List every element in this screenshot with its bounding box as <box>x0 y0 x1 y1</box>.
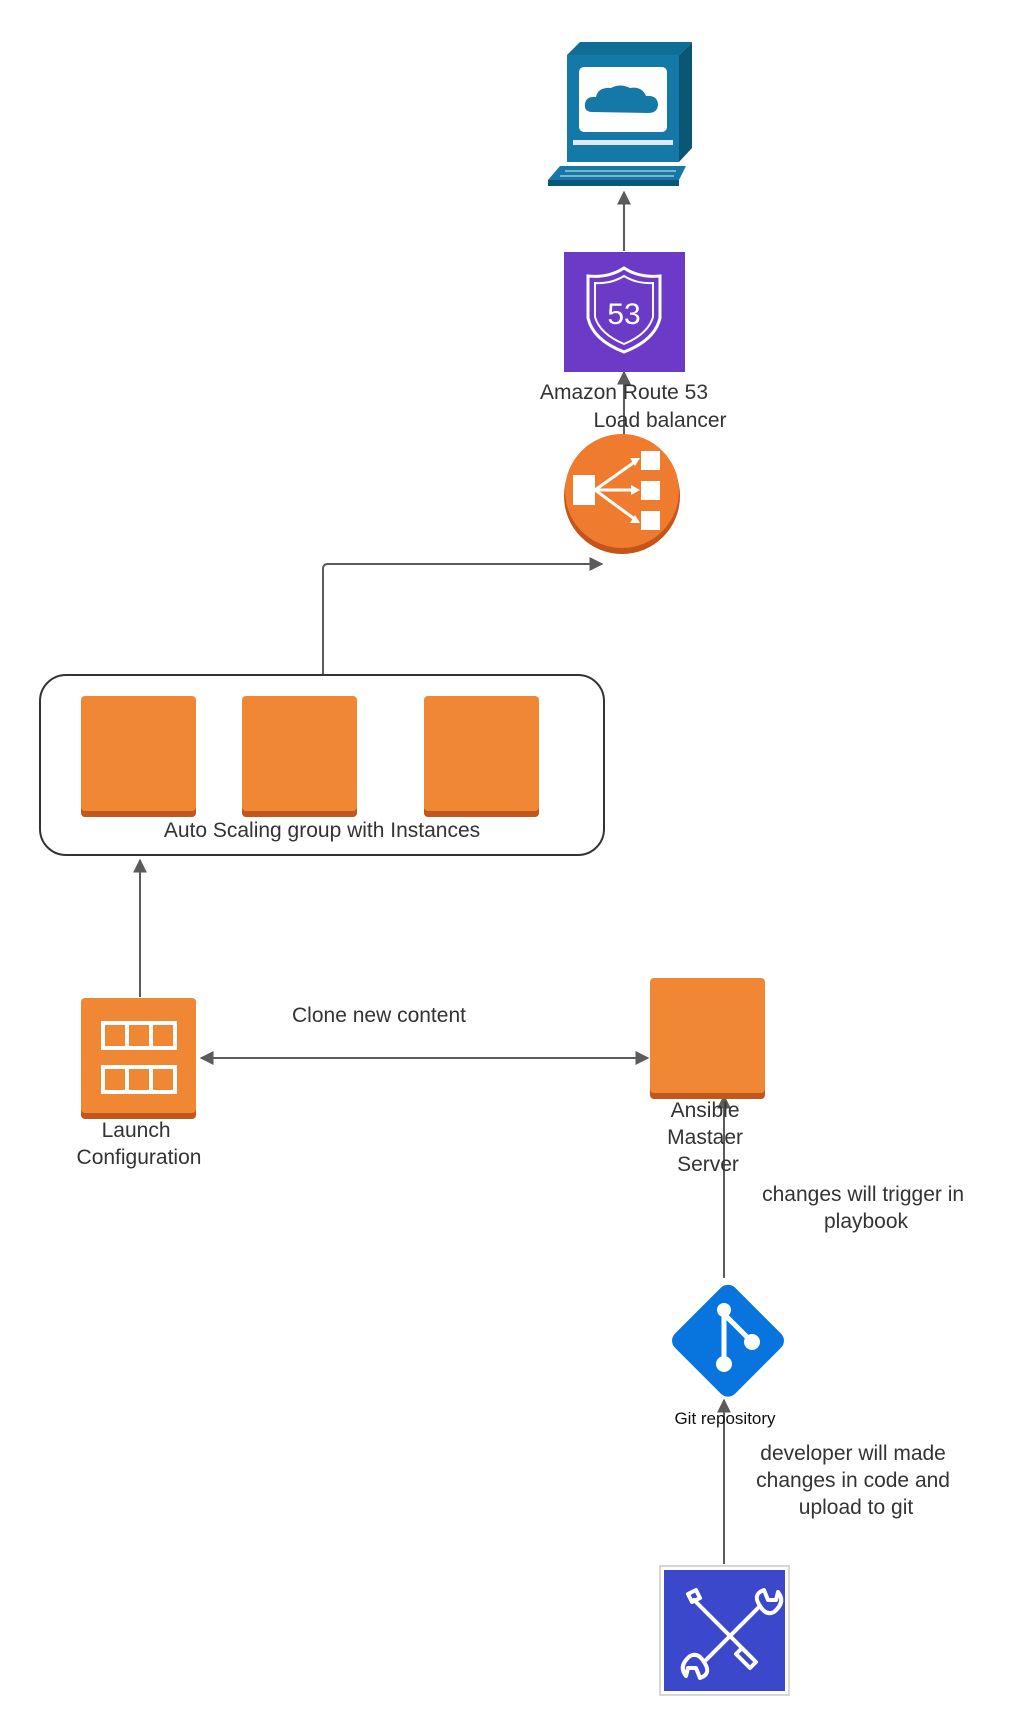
trigger-edge-label-line-1: changes will trigger in <box>762 1183 964 1206</box>
route53-label: Amazon Route 53 <box>540 381 708 404</box>
git-repository-label: Git repository <box>674 1409 776 1428</box>
load-balancer-label: Load balancer <box>593 409 726 432</box>
commit-edge-label-line-1: developer will made <box>760 1442 946 1465</box>
clone-edge-label: Clone new content <box>292 1004 466 1027</box>
ansible-server-label-line-3: Server <box>677 1153 739 1176</box>
load-balancer-icon <box>564 434 680 554</box>
trigger-edge-label-line-2: playbook <box>824 1210 909 1233</box>
developer-tools-icon <box>659 1565 790 1696</box>
edge-asg-to-lb <box>322 557 604 674</box>
ansible-server-label-line-2: Mastaer <box>667 1126 743 1149</box>
route53-badge: 53 <box>607 298 640 331</box>
auto-scaling-group-label: Auto Scaling group with Instances <box>164 819 480 842</box>
route53-node: 53 <box>564 252 685 372</box>
commit-edge-label-line-2: changes in code and <box>756 1469 950 1492</box>
ec2-instance-2 <box>242 696 357 817</box>
ansible-server-label: Ansible Mastaer Server <box>667 1099 749 1176</box>
desktop-computer-icon <box>548 42 692 186</box>
launch-configuration-label-line-1: Launch <box>102 1119 171 1142</box>
auto-scaling-group: Auto Scaling group with Instances <box>39 674 605 856</box>
commit-edge-label-line-3: upload to git <box>799 1496 914 1519</box>
ansible-server-label-line-1: Ansible <box>671 1099 740 1122</box>
ec2-instance-1 <box>81 696 196 817</box>
launch-configuration-icon <box>81 998 196 1119</box>
git-logo-icon <box>672 1284 784 1397</box>
launch-configuration-label-line-2: Configuration <box>77 1146 202 1169</box>
ansible-server-node <box>650 978 765 1099</box>
launch-configuration-label: Launch Configuration <box>77 1119 202 1169</box>
ec2-instance-3 <box>424 696 539 817</box>
trigger-edge-label: changes will trigger in playbook <box>762 1183 970 1233</box>
commit-edge-label: developer will made changes in code and … <box>756 1442 956 1519</box>
